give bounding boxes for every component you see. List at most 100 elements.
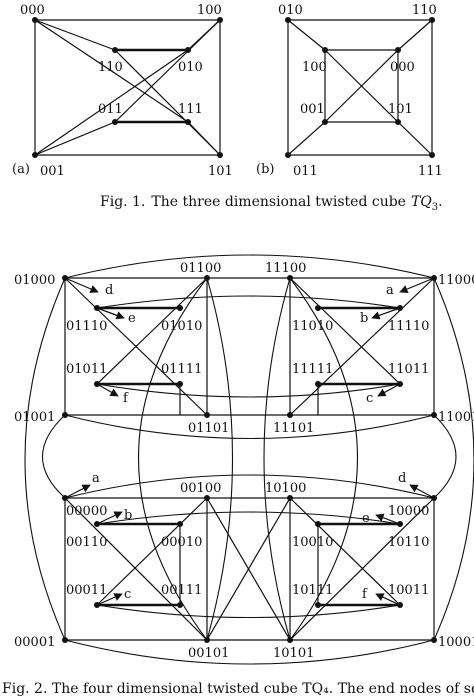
fig2-label-10010: 10010 (292, 535, 333, 550)
fig1b-label-101: 101 (388, 102, 413, 117)
fig2-top-arrow-b: b (360, 311, 368, 326)
fig1-panel-b: 010 110 100 000 001 101 011 111 (b) (256, 3, 443, 179)
fig2-label-10011: 10011 (388, 583, 429, 598)
fig2-label-01100: 01100 (180, 261, 221, 276)
fig1a-node-100 (217, 17, 223, 23)
fig2-label-00000: 00000 (66, 504, 107, 519)
fig2-node-00011 (94, 602, 100, 608)
fig2-label-11101: 11101 (273, 421, 314, 436)
fig2-bottom-arrow-b: b (124, 508, 132, 523)
fig1a-node-010 (185, 47, 191, 53)
fig2-node-11010 (315, 305, 321, 311)
fig2-label-10111: 10111 (292, 583, 333, 598)
fig2-node-10000 (431, 495, 437, 501)
fig1b-label-001: 001 (300, 102, 325, 117)
fig2-node-01110 (94, 305, 100, 311)
fig1a-node-001 (32, 152, 38, 158)
fig2-node-11011 (397, 381, 403, 387)
fig2-bottom-arrow-e: e (362, 511, 370, 526)
fig1b-label-111: 111 (418, 164, 443, 179)
fig2-top-arrow-f: f (123, 391, 129, 406)
fig2-label-01010: 01010 (161, 319, 202, 334)
fig2-node-10011 (397, 602, 403, 608)
fig2-node-01001 (62, 412, 68, 418)
fig2-top-arrow-d: d (105, 283, 113, 298)
fig2-node-00001 (62, 637, 68, 643)
fig2-label-10100: 10100 (265, 481, 306, 496)
fig2-label-10101: 10101 (273, 646, 314, 661)
fig2-node-00101 (204, 637, 210, 643)
fig2-label-00011: 00011 (66, 583, 107, 598)
fig2-node-01101 (204, 412, 210, 418)
fig1-caption-symbol: TQ (411, 194, 432, 210)
fig2-node-00110 (94, 521, 100, 527)
fig1-caption: Fig. 1. The three dimensional twisted cub… (100, 194, 443, 213)
fig1-caption-prefix: Fig. 1. (100, 194, 145, 210)
fig1b-node-101 (395, 119, 401, 125)
fig2-node-11001 (431, 412, 437, 418)
fig2-bottom-arrow-d: d (398, 471, 406, 486)
fig2-node-10111 (315, 602, 321, 608)
fig1a-label-000: 000 (20, 3, 45, 18)
fig1b-node-001 (322, 119, 328, 125)
fig2-node-11000 (431, 275, 437, 281)
fig2-label-11011: 11011 (388, 362, 429, 377)
fig1a-label-011: 011 (98, 102, 123, 117)
fig2-label-00111: 00111 (161, 583, 202, 598)
fig1a-label-111: 111 (178, 102, 203, 117)
fig2-node-11110 (397, 305, 403, 311)
fig1b-label-000: 000 (390, 60, 415, 75)
fig2-label-00100: 00100 (180, 481, 221, 496)
fig1-caption-end: . (438, 194, 442, 210)
fig1b-label-011: 011 (293, 164, 318, 179)
fig1b-label-110: 110 (412, 3, 437, 18)
fig2-node-00010 (177, 521, 183, 527)
fig2-label-00010: 00010 (161, 535, 202, 550)
fig1b-label-100: 100 (302, 60, 327, 75)
fig2-node-11111 (315, 381, 321, 387)
fig2-label-01111: 01111 (161, 362, 202, 377)
fig2-label-11100: 11100 (265, 261, 306, 276)
fig1-panel-a: 000 100 110 010 011 111 001 101 (a) (12, 3, 233, 179)
fig2-label-00101: 00101 (188, 646, 229, 661)
fig2-label-10110: 10110 (388, 535, 429, 550)
fig2-node-11100 (287, 275, 293, 281)
fig1-caption-text: The three dimensional twisted cube (151, 194, 406, 210)
fig2-label-00110: 00110 (66, 535, 107, 550)
fig1a-node-111 (185, 119, 191, 125)
fig2-node-01011 (94, 381, 100, 387)
fig2-label-01001: 01001 (14, 410, 55, 425)
fig2-label-00001: 00001 (14, 635, 55, 650)
fig2-node-10001 (431, 637, 437, 643)
fig1a-node-101 (217, 152, 223, 158)
fig2-bottom-arrow-f: f (362, 587, 368, 602)
fig2-label-01000: 01000 (14, 273, 55, 288)
fig1b-node-010 (285, 17, 291, 23)
fig2-node-10010 (315, 521, 321, 527)
fig1a-node-000 (32, 17, 38, 23)
fig1a-label-110: 110 (98, 60, 123, 75)
fig2-node-01111 (177, 381, 183, 387)
fig1a-node-110 (112, 47, 118, 53)
fig2-node-00100 (204, 495, 210, 501)
fig1a-label-101: 101 (208, 164, 233, 179)
fig2-bottom-arrow-a: a (92, 471, 100, 486)
fig2-label-01011: 01011 (66, 362, 107, 377)
fig2-label-11010: 11010 (292, 319, 333, 334)
fig1b-node-111 (429, 152, 435, 158)
fig1b-node-100 (322, 47, 328, 53)
fig1b-node-110 (429, 17, 435, 23)
fig2-label-01101: 01101 (188, 421, 229, 436)
fig2-label-11110: 11110 (388, 319, 429, 334)
fig1b-node-000 (395, 47, 401, 53)
fig1a-tag: (a) (12, 162, 30, 177)
fig2-node-10110 (397, 521, 403, 527)
fig2-node-10101 (287, 637, 293, 643)
fig1b-node-011 (285, 152, 291, 158)
fig2-top-arrow-c: c (366, 391, 373, 406)
fig1a-label-100: 100 (197, 3, 222, 18)
fig1a-label-010: 010 (178, 60, 203, 75)
